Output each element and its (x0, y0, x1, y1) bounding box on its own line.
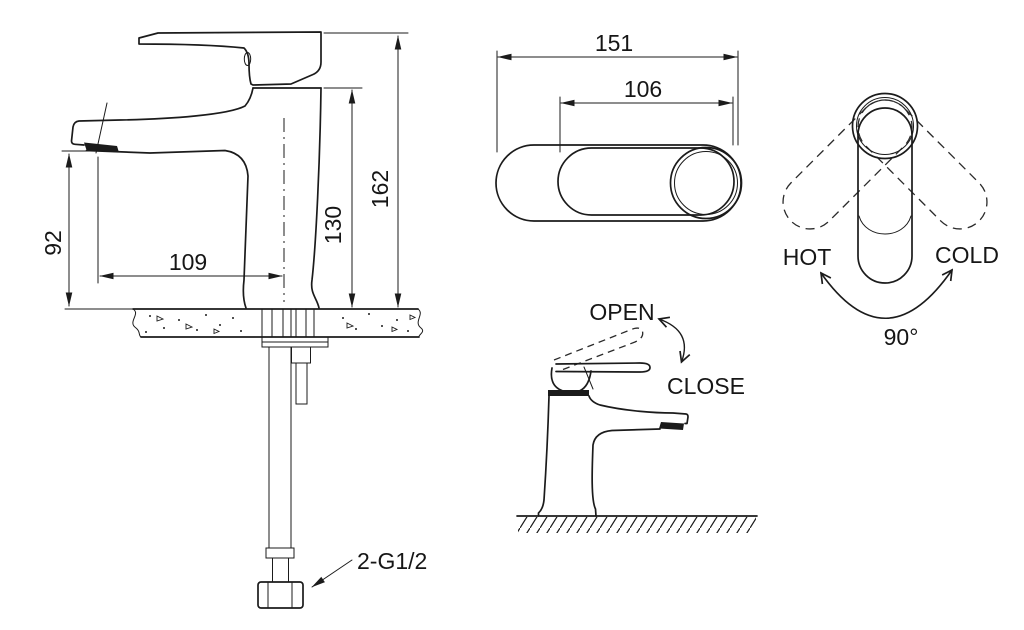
top-view: 151 106 (495, 30, 743, 222)
connection-callout: 2-G1/2 (311, 548, 427, 588)
dimension-130: 130 (320, 87, 363, 308)
threaded-rod (295, 362, 308, 405)
deck-speckles (145, 313, 417, 335)
connection-label: 2-G1/2 (357, 548, 427, 574)
aerator (84, 142, 119, 153)
hose-ferrule (265, 547, 295, 559)
handle-hub-inner (674, 151, 738, 215)
dimension-151: 151 (496, 30, 739, 153)
handle-cold-position (857, 99, 988, 230)
operation-faucet-body (537, 395, 689, 517)
handle-top-outline (557, 147, 735, 216)
lever-open-position (553, 327, 644, 372)
hot-label: HOT (783, 244, 832, 270)
cold-label: COLD (935, 242, 999, 268)
handle-lever (138, 31, 322, 86)
hex-nut-fitting (257, 581, 304, 609)
faucet-body (70, 87, 322, 309)
rotation-hub-outer (851, 92, 919, 160)
handle-grip-arc (858, 215, 912, 235)
open-label: OPEN (589, 299, 654, 325)
spout (70, 87, 254, 146)
aerator-centerline (95, 102, 108, 154)
dimension-162: 162 (323, 32, 409, 308)
operation-view: OPEN CLOSE (516, 299, 758, 533)
rotation-arc-arrow (819, 268, 954, 320)
dim-92-label: 92 (40, 230, 66, 256)
dimension-109: 109 (97, 156, 283, 284)
ground (516, 515, 758, 533)
dim-162-label: 162 (367, 170, 393, 208)
deck-break-right (417, 308, 424, 338)
dim-130-label: 130 (320, 206, 346, 244)
side-view: 92 109 130 162 2-G1/2 (40, 31, 427, 609)
shank-lines (261, 308, 315, 338)
dim-106-label: 106 (624, 76, 662, 102)
mounting-hardware (261, 308, 329, 405)
handle-screw-detail (243, 52, 252, 66)
lever-closed-position (555, 362, 651, 373)
dim-151-label: 151 (595, 30, 633, 56)
supply-hose (257, 346, 304, 609)
dim-109-label: 109 (169, 249, 207, 275)
handle-hot-position (782, 99, 913, 230)
angle-label: 90° (884, 324, 919, 350)
handle-center-position (857, 107, 913, 284)
deck-break-left (132, 308, 142, 338)
ground-hatch (518, 517, 756, 533)
open-close-arrow (657, 316, 691, 364)
handle-hub-outer (669, 146, 743, 220)
body-top-outline (495, 144, 742, 222)
dimension-106: 106 (559, 76, 734, 153)
mounting-deck (64, 308, 424, 338)
rotation-view: HOT COLD 90° (782, 92, 999, 350)
fixing-nut (291, 346, 311, 364)
cartridge-ring (548, 390, 589, 396)
close-label: CLOSE (667, 373, 745, 399)
dimension-92: 92 (40, 150, 97, 307)
operation-aerator (659, 422, 684, 430)
rotation-hub-inner (856, 97, 914, 155)
